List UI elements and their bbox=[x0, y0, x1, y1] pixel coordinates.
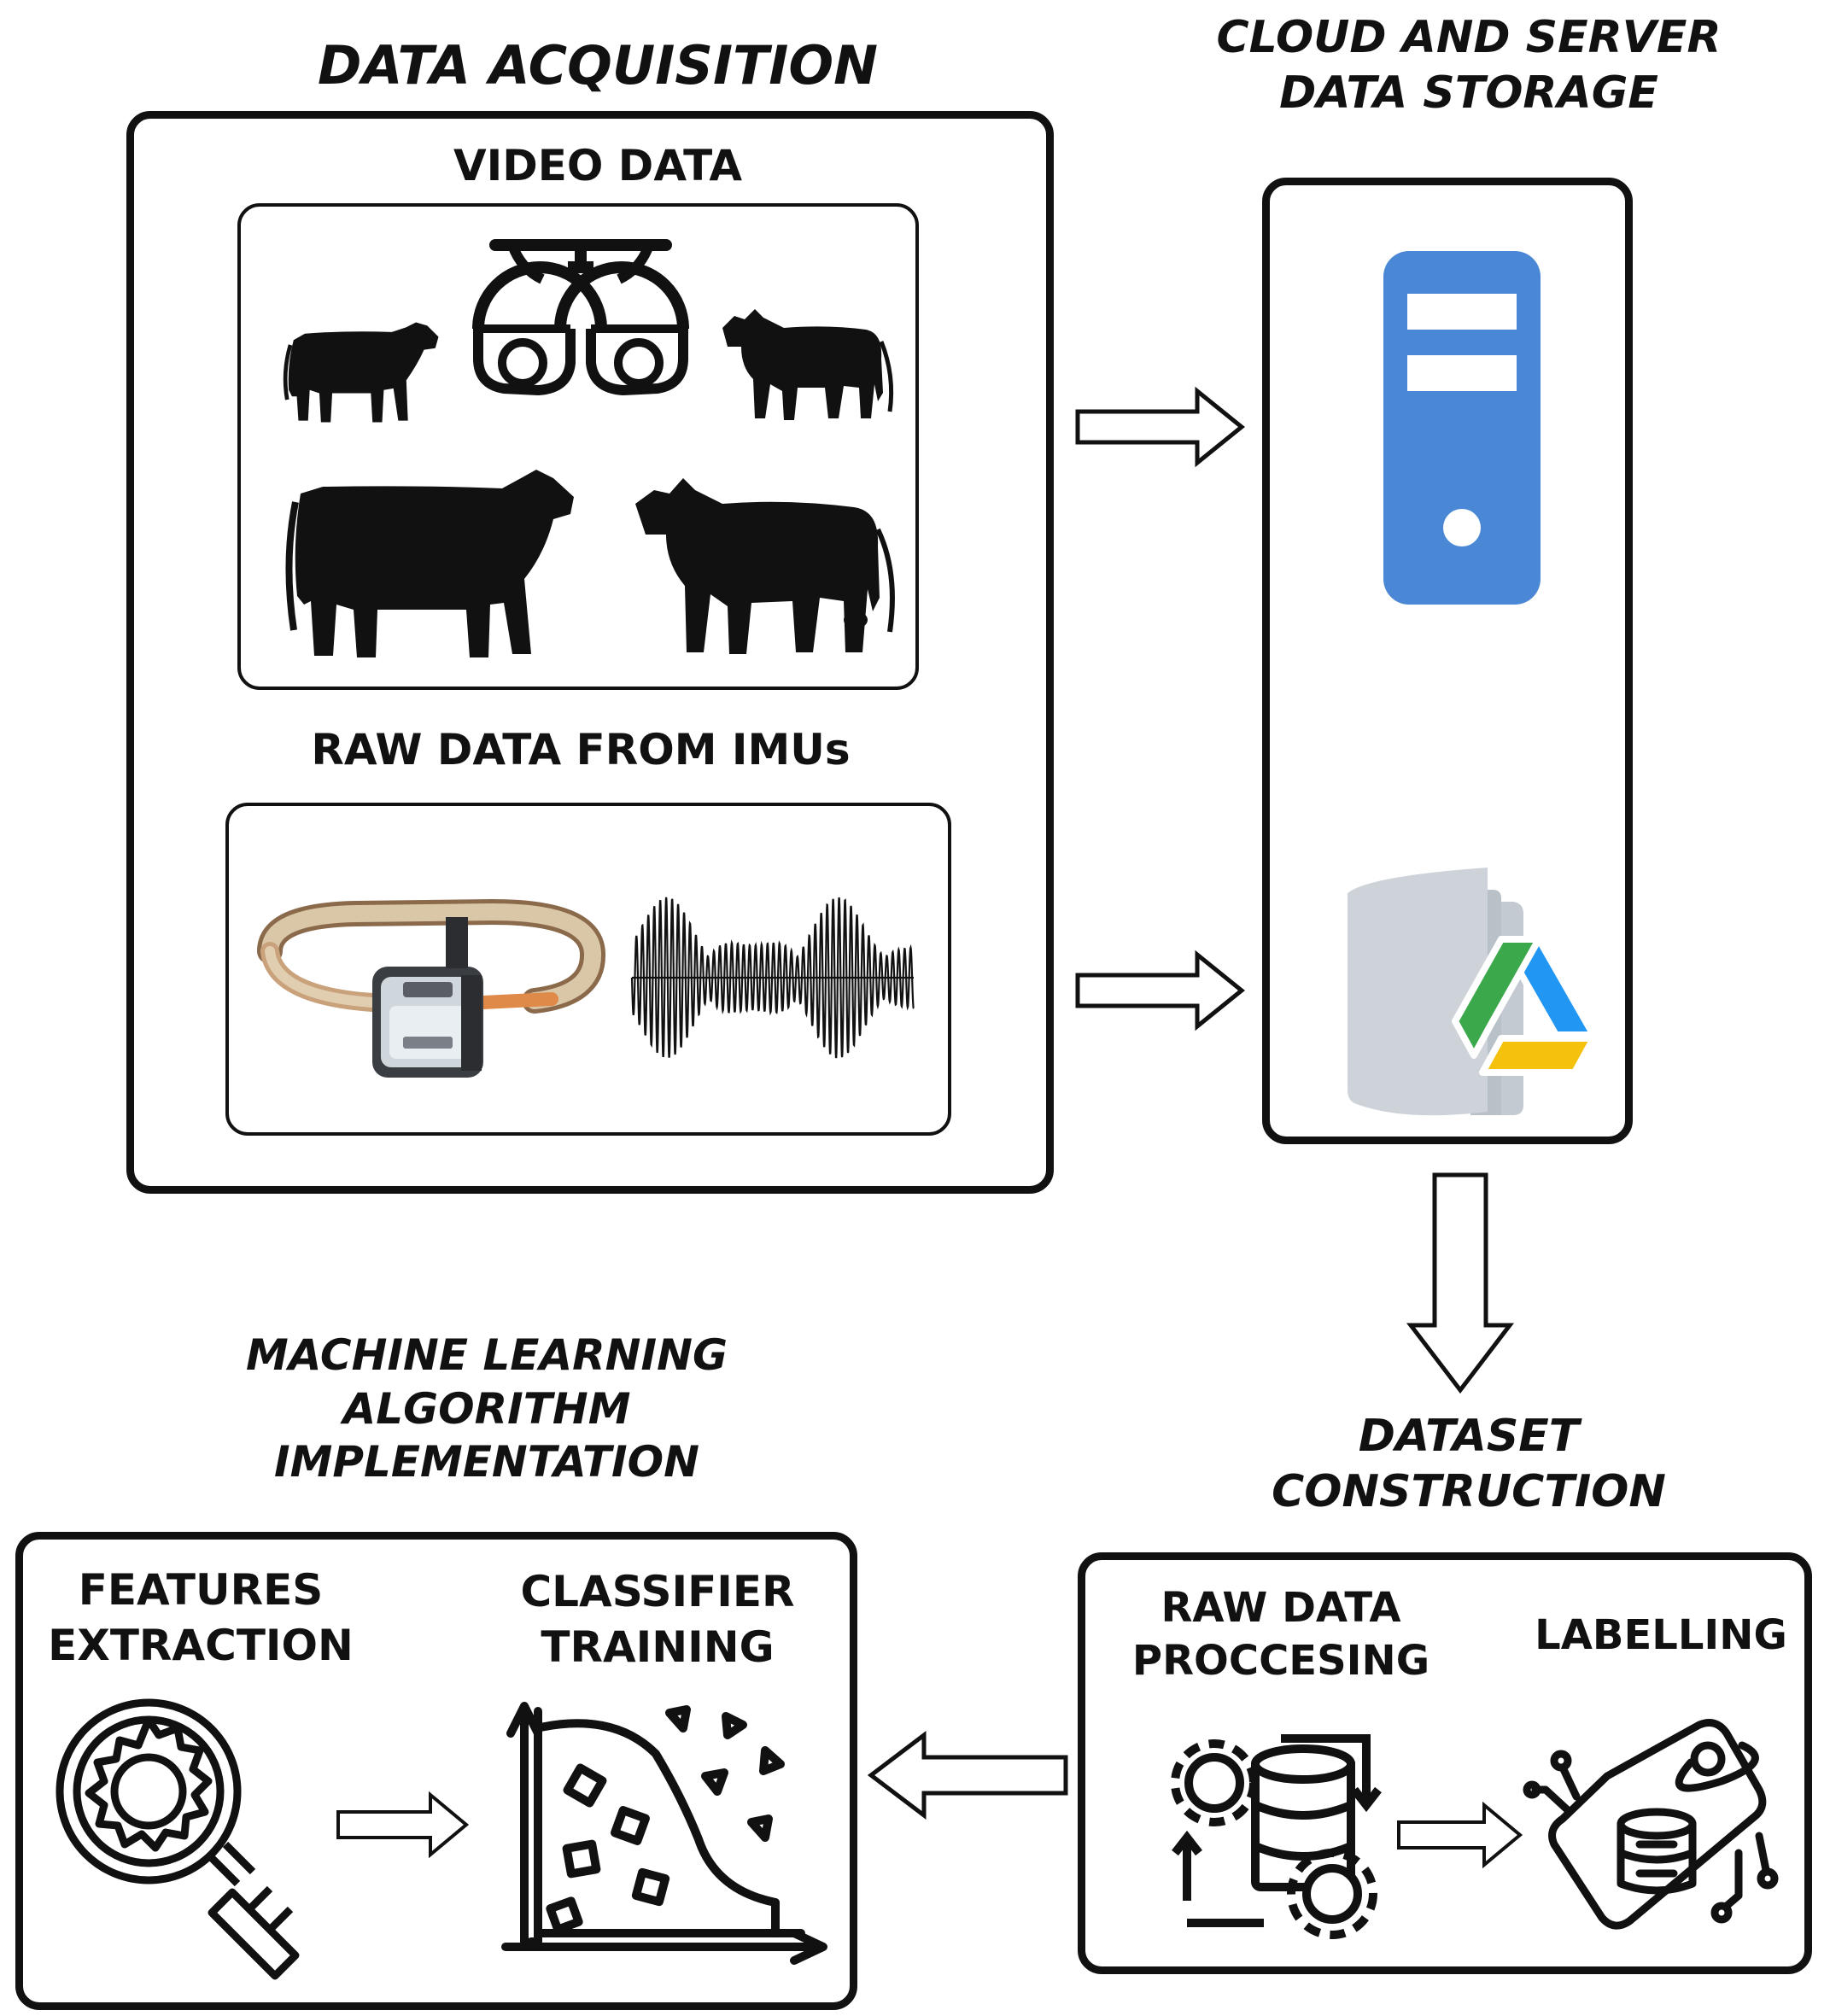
cow-icon-bottom-right bbox=[635, 478, 895, 654]
features-extraction-label: FEATURES EXTRACTION bbox=[34, 1563, 367, 1674]
server-icon bbox=[1383, 251, 1541, 605]
features-line1: FEATURES bbox=[78, 1565, 324, 1615]
storage-title-line2: DATA STORAGE bbox=[1279, 67, 1658, 119]
raw-data-processing-label: RAW DATA PROCCESING bbox=[1102, 1581, 1460, 1688]
labelling-label: LABELLING bbox=[1535, 1611, 1787, 1659]
cloud-drive-folder-icon bbox=[1348, 868, 1597, 1116]
video-data-label: VIDEO DATA bbox=[453, 141, 743, 190]
arrow-storage-to-dataset bbox=[1406, 1172, 1515, 1394]
classifier-line2: TRAINING bbox=[541, 1622, 775, 1672]
dataset-construction-title: DATASET CONSTRUCTION bbox=[1230, 1409, 1708, 1520]
storage-title: CLOUD AND SERVER DATA STORAGE bbox=[1161, 10, 1776, 121]
classifier-line1: CLASSIFIER bbox=[520, 1567, 795, 1616]
classifier-training-icon bbox=[501, 1702, 827, 1965]
dataset-title-line2: CONSTRUCTION bbox=[1272, 1466, 1666, 1517]
arrow-dataset-to-ml bbox=[867, 1730, 1068, 1820]
imu-collar-device-icon bbox=[257, 898, 605, 1078]
cow-icon-top-left bbox=[283, 322, 439, 423]
dataset-title-line1: DATASET bbox=[1358, 1411, 1580, 1462]
processing-line2: PROCCESING bbox=[1131, 1637, 1430, 1686]
video-data-panel bbox=[237, 203, 919, 690]
storage-title-line1: CLOUD AND SERVER bbox=[1216, 12, 1722, 63]
raw-imu-data-label: RAW DATA FROM IMUs bbox=[311, 725, 851, 774]
imu-data-panel bbox=[225, 803, 951, 1136]
imu-signal-waveform bbox=[630, 897, 915, 1059]
classifier-training-label: CLASSIFIER TRAINING bbox=[487, 1564, 828, 1675]
cow-icon-top-right bbox=[722, 309, 894, 420]
ml-title-line2: ALGORITHM bbox=[342, 1383, 631, 1434]
data-acquisition-title: DATA ACQUISITION bbox=[318, 34, 878, 96]
arrow-features-to-classifier bbox=[336, 1791, 470, 1859]
processing-line1: RAW DATA bbox=[1161, 1584, 1401, 1632]
arrow-processing-to-labelling bbox=[1397, 1801, 1523, 1869]
labelling-tag-icon bbox=[1523, 1719, 1779, 1930]
cow-icon-bottom-left bbox=[285, 470, 574, 657]
arrow-imu-to-storage bbox=[1075, 950, 1245, 1031]
ml-implementation-title: MACHINE LEARNING ALGORITHM IMPLEMENTATIO… bbox=[222, 1329, 751, 1489]
arrow-video-to-storage bbox=[1075, 386, 1245, 468]
ml-title-line3: IMPLEMENTATION bbox=[274, 1437, 699, 1487]
features-line2: EXTRACTION bbox=[48, 1621, 354, 1670]
data-processing-icon bbox=[1171, 1734, 1382, 1939]
camera-icon bbox=[472, 239, 689, 396]
ml-title-line1: MACHINE LEARNING bbox=[245, 1330, 728, 1380]
feature-extraction-icon bbox=[56, 1698, 300, 1980]
